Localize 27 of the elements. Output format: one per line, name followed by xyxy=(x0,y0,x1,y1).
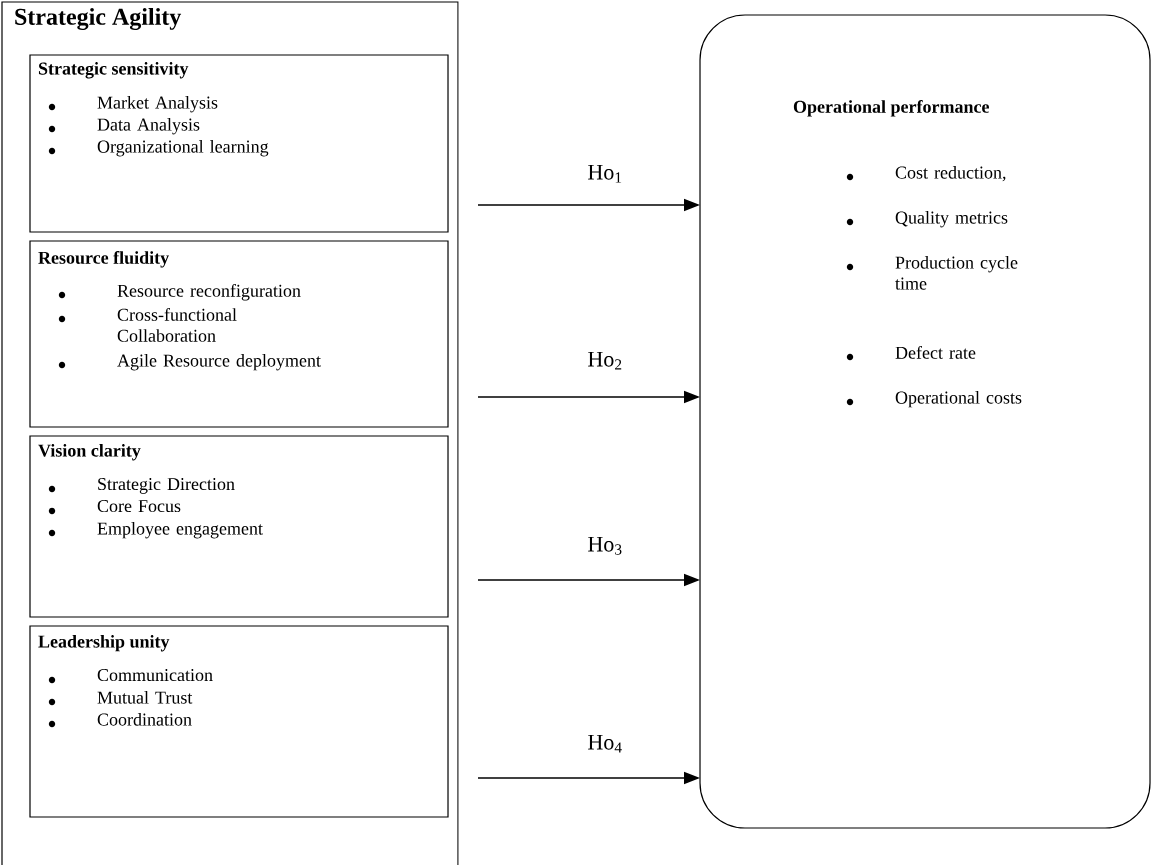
bullet-item: Agile Resource deployment xyxy=(58,354,321,371)
edge-label: Ho$_{1}$ xyxy=(588,165,622,183)
bullet-item: Market Analysis xyxy=(48,96,218,113)
edge-label: Ho$_{4}$ xyxy=(588,735,622,753)
bullet-item: Mutual Trust xyxy=(48,691,193,706)
heading: Operational performance xyxy=(793,100,989,117)
bullet-item: Data Analysis xyxy=(48,118,200,135)
bullet-item: Quality metrics xyxy=(846,211,1008,228)
heading: Strategic sensitivity xyxy=(38,62,189,79)
bullet-item: Cross-functional Collaboration xyxy=(58,308,237,342)
bullet-item: Communication xyxy=(48,669,213,684)
edge-label: Ho$_{2}$ xyxy=(588,352,622,370)
bullet-item: Cost reduction, xyxy=(846,166,1006,182)
heading: Vision clarity xyxy=(38,444,141,461)
heading: Strategic Agility xyxy=(15,8,182,30)
bullet-item: Strategic Direction xyxy=(48,478,235,494)
bullet-item: Production cycle time xyxy=(846,256,1018,290)
bullet-item: Defect rate xyxy=(846,346,976,361)
bullet-item: Employee engagement xyxy=(48,522,263,539)
bullet-item: Coordination xyxy=(48,713,192,728)
edge-label: Ho$_{3}$ xyxy=(588,537,622,555)
bullet-item: Core Focus xyxy=(48,500,181,515)
heading: Leadership unity xyxy=(38,635,170,652)
bullet-item: Organizational learning xyxy=(48,140,269,157)
bullet-item: Resource reconfiguration xyxy=(58,284,301,301)
heading: Resource fluidity xyxy=(38,251,169,268)
bullet-item: Operational costs xyxy=(846,391,1022,408)
